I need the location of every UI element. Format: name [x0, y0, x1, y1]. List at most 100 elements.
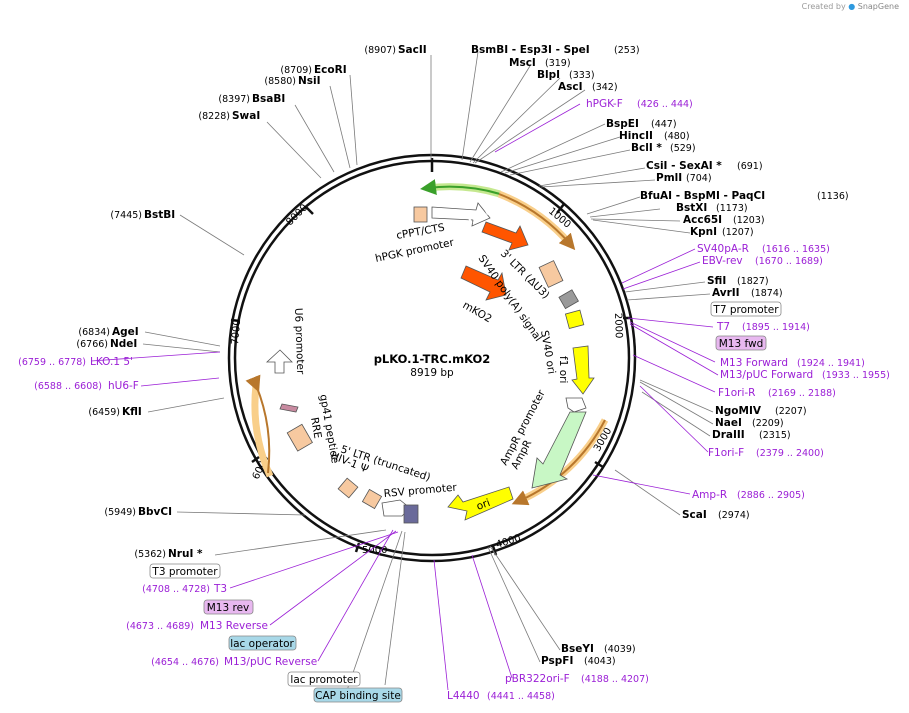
- enz-bbvci: BbvCI: [138, 506, 172, 518]
- enz-ecori-pos: (8709): [280, 65, 312, 76]
- enz-bspei: BspEI: [606, 118, 639, 130]
- ampR-translation-arc: [511, 419, 606, 506]
- label-t3-promoter: T3 promoter: [151, 566, 218, 578]
- credit-brand: SnapGene: [857, 2, 899, 11]
- enz-bsabi: BsaBI: [252, 93, 285, 105]
- enz-draiii-pos: (2315): [759, 430, 791, 441]
- enz-sacii: SacII: [398, 44, 427, 56]
- tick-7000: 7000: [230, 319, 243, 345]
- box-m13-rev: [203, 599, 254, 615]
- enz-bsabi-pos: (8397): [218, 94, 250, 105]
- enz-nrui-pos: (5362): [134, 549, 166, 560]
- primer-ebv-rev-pos: (1670 .. 1689): [755, 256, 823, 267]
- enz-ndei: NdeI: [110, 338, 137, 350]
- enz-csii: CsiI - SexAI *: [646, 160, 722, 172]
- primer-m13rev-pos: (4673 .. 4689): [126, 621, 194, 632]
- box-t7-promoter: [710, 301, 782, 317]
- label-m13-rev: M13 rev: [207, 602, 250, 614]
- enz-nrui: NruI *: [168, 548, 203, 560]
- plasmid-name: pLKO.1-TRC.mKO2: [374, 352, 491, 366]
- enz-ecori: EcoRI: [314, 64, 347, 76]
- plasmid-length: 8919 bp: [410, 367, 454, 379]
- enz-hincii-pos: (480): [664, 131, 690, 142]
- feat-rsv: RSV promoter: [383, 482, 458, 500]
- enz-acc65i: Acc65I: [683, 214, 722, 226]
- primer-ebv-rev: EBV-rev: [702, 255, 743, 267]
- primer-hu6-f: hU6-F: [108, 380, 139, 392]
- label-cap-binding: CAP binding site: [315, 690, 401, 702]
- enz-blpi-pos: (333): [569, 70, 595, 81]
- snapgene-credit: Created by ● SnapGene: [802, 2, 899, 11]
- primer-pbr322ori-f-pos: (4188 .. 4207): [581, 674, 649, 685]
- enz-kfli: KflI: [122, 406, 142, 418]
- credit-prefix: Created by: [801, 2, 846, 11]
- enz-avrii: AvrII: [712, 287, 740, 299]
- enz-bbvci-pos: (5949): [104, 507, 136, 518]
- primer-pbr322ori-f: pBR322ori-F: [505, 673, 570, 685]
- feat-u6: U6 promoter: [292, 308, 306, 375]
- enz-bstxi: BstXI: [676, 202, 707, 214]
- primer-t3-pos: (4708 .. 4728): [142, 584, 210, 595]
- sv40-polyA-box: [558, 289, 579, 310]
- hPGK-translation-arc: [420, 179, 501, 195]
- enz-pspfi-pos: (4043): [584, 656, 616, 667]
- enz-bcli: BclI *: [631, 142, 662, 154]
- gp41-box: [279, 403, 299, 413]
- primer-leaders: [90, 103, 719, 691]
- enz-acc65i-pos: (1203): [733, 215, 765, 226]
- hiv-psi-box: [337, 477, 359, 499]
- enz-pspfi: PspFI: [541, 655, 573, 667]
- enz-draiii: DraIII: [712, 429, 745, 441]
- enz-nsii: NsiI: [298, 75, 321, 87]
- primer-sv40pa-r-pos: (1616 .. 1635): [762, 244, 830, 255]
- enz-bfuai: BfuAI - BspMI - PaqCI: [640, 190, 765, 202]
- primer-m13fwd-pos: (1924 .. 1941): [797, 358, 865, 369]
- enz-bstbi: BstBI: [144, 209, 175, 221]
- feat-rre: RRE: [308, 416, 324, 439]
- enz-bstbi-pos: (7445): [110, 210, 142, 221]
- enz-nsii-pos: (8580): [264, 76, 296, 87]
- backbone-outer: [227, 153, 637, 563]
- mKO2-arrow: [460, 265, 507, 301]
- enz-msci: MscI: [509, 57, 536, 69]
- enz-bsmbi: BsmBI - Esp3I - SpeI: [471, 44, 590, 56]
- primer-l4440: L4440: [447, 690, 480, 702]
- tick-5000: 5000: [362, 545, 387, 556]
- enz-naei: NaeI: [715, 417, 742, 429]
- primer-lko: LKO.1 5': [90, 356, 133, 368]
- ltr3-box: [538, 260, 564, 288]
- feat-f1ori: f1 ori: [557, 356, 569, 383]
- feat-hmKO: hmKO: [466, 200, 503, 227]
- enzyme-leaders: [142, 51, 714, 697]
- tick-4000: 4000: [495, 533, 523, 551]
- enz-bspei-pos: (447): [651, 119, 677, 130]
- enz-bseyi: BseYI: [561, 643, 594, 655]
- ampR-arrow: [531, 411, 587, 489]
- enz-pmli-pos: (704): [686, 173, 712, 184]
- enz-blpi: BlpI: [537, 69, 560, 81]
- enz-kfli-pos: (6459): [88, 407, 120, 418]
- enz-swai-pos: (8228): [198, 111, 230, 122]
- primer-f1ori-r-pos: (2169 .. 2188): [768, 388, 836, 399]
- enz-ngomiv-pos: (2207): [775, 406, 807, 417]
- primer-labels: hPGK-F (426 .. 444) SV40pA-R (1616 .. 16…: [18, 98, 890, 702]
- enz-ngomiv: NgoMIV: [715, 405, 762, 417]
- enz-bfuai-pos: (1136): [817, 191, 849, 202]
- rre-box: [286, 423, 313, 452]
- enzyme-labels: (8907) SacII (8709) EcoRI (8580) NsiI (8…: [76, 44, 848, 667]
- hpgk-promoter-arrow: [431, 202, 491, 227]
- enz-asci: AscI: [558, 81, 583, 93]
- feat-mKO2: mKO2: [461, 299, 494, 325]
- enz-bseyi-pos: (4039): [604, 644, 636, 655]
- enz-sfii: SfiI: [707, 275, 726, 287]
- feat-sv40ori: SV40 ori: [538, 329, 557, 375]
- enz-hincii: HincII: [619, 130, 653, 142]
- label-m13-fwd: M13 fwd: [719, 338, 764, 350]
- hmKO-arrow: [481, 221, 529, 251]
- box-cap-binding: [313, 687, 403, 703]
- primer-m13fwd: M13 Forward: [720, 357, 788, 369]
- ori-arrow: [447, 486, 514, 521]
- label-lac-promoter: lac promoter: [290, 674, 358, 686]
- sv40-ori-box: [564, 309, 585, 330]
- enz-kpni: KpnI: [690, 226, 717, 238]
